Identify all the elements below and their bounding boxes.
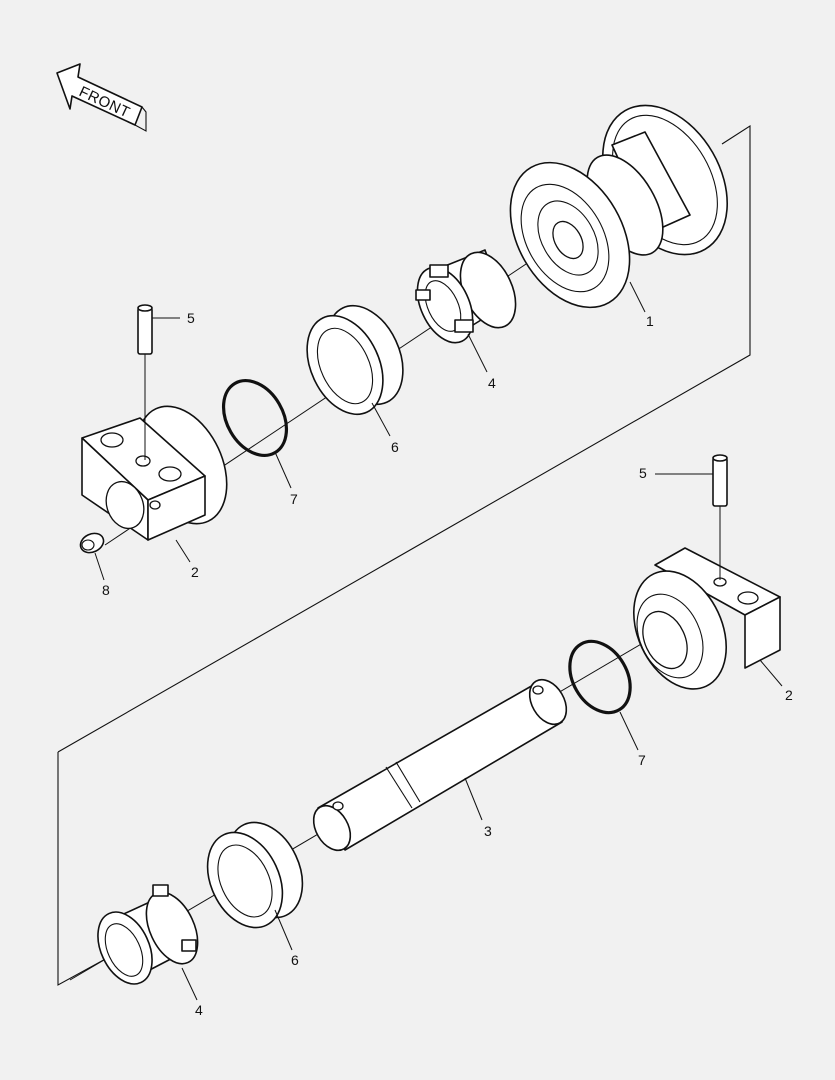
bushing-part-4-upper [415, 249, 517, 344]
callout-6-lower: 6 [291, 952, 299, 968]
seal-ring-part-6-upper [306, 304, 404, 416]
bushing-part-4-lower [97, 884, 199, 985]
callout-7-lower: 7 [638, 752, 646, 768]
callout-labels: 1 2 2 3 4 4 5 5 6 6 7 7 8 [102, 310, 793, 1018]
callout-7-upper: 7 [290, 491, 298, 507]
callout-1: 1 [646, 313, 654, 329]
callout-2-lower: 2 [785, 687, 793, 703]
o-ring-part-7-upper [221, 379, 289, 457]
pin-part-5-lower [712, 454, 728, 580]
shaft-part-3 [312, 678, 568, 852]
leader-lines [94, 281, 783, 1001]
callout-4-upper: 4 [488, 375, 496, 391]
collar-part-2-upper [81, 405, 228, 541]
assembly-frame [57, 124, 751, 753]
callout-4-lower: 4 [195, 1002, 203, 1018]
callout-8: 8 [102, 582, 110, 598]
track-roller-part-1 [509, 104, 728, 309]
collar-part-2-lower [632, 547, 781, 690]
callout-5-upper: 5 [187, 310, 195, 326]
callout-3: 3 [484, 823, 492, 839]
plug-part-8 [79, 532, 105, 554]
pin-part-5-upper [137, 304, 153, 460]
seal-ring-part-6-lower [206, 821, 304, 929]
callout-2-upper: 2 [191, 564, 199, 580]
callout-6-upper: 6 [391, 439, 399, 455]
front-arrow: FRONT [56, 63, 147, 132]
o-ring-part-7-lower [568, 639, 632, 715]
callout-5-lower: 5 [639, 465, 647, 481]
